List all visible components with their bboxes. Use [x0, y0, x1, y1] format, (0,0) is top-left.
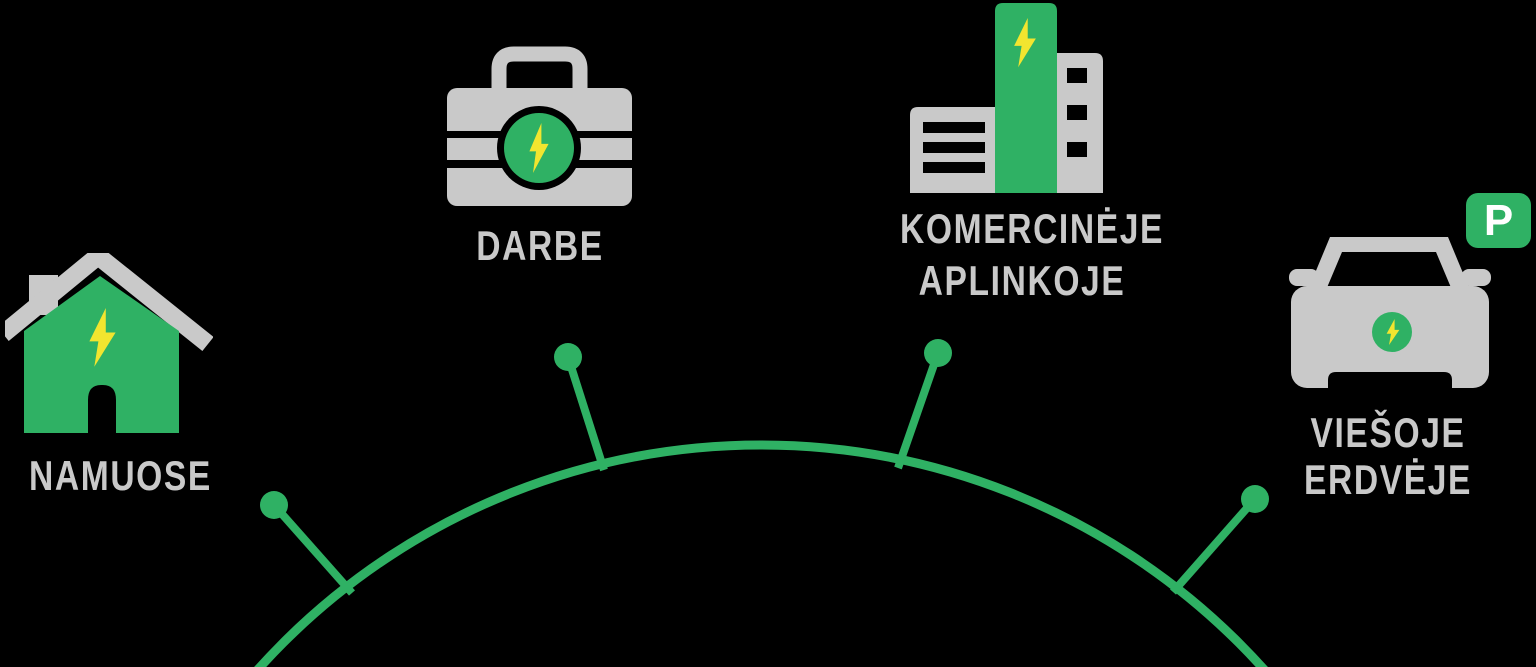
node-dot-work — [554, 343, 582, 371]
charging-tower — [995, 3, 1057, 193]
spoke-work — [564, 355, 608, 472]
building-window — [1067, 142, 1087, 157]
label-work: DARBE — [476, 222, 604, 269]
car-windshield — [1326, 252, 1452, 290]
spoke-home — [271, 502, 355, 596]
spoke-public — [1169, 496, 1259, 595]
building-window — [1067, 68, 1087, 83]
label-commercial-line1: KOMERCINĖJE — [900, 205, 1165, 252]
building-stripe — [923, 142, 985, 153]
node-dot-public — [1241, 485, 1269, 513]
car-mirror-right — [1461, 269, 1491, 286]
node-dot-commercial — [924, 339, 952, 367]
buildings-with-lightning-icon — [910, 3, 1103, 193]
node-dot-home — [260, 491, 288, 519]
label-public-line2: ERDVĖJE — [1303, 456, 1473, 503]
car-underbody-notch — [1328, 372, 1452, 390]
briefcase-handle — [491, 46, 588, 90]
right-building — [1057, 53, 1103, 193]
car-with-lightning-icon — [1289, 237, 1491, 390]
label-home: NAMUOSE — [29, 452, 212, 499]
house-with-lightning-icon — [5, 253, 213, 433]
building-stripe — [923, 162, 985, 173]
label-public-line1: VIEŠOJE — [1310, 409, 1466, 456]
roof — [5, 253, 213, 352]
building-stripe — [923, 122, 985, 133]
label-commercial-line2: APLINKOJE — [918, 257, 1126, 304]
parking-badge-icon: P — [1466, 193, 1531, 248]
spoke-commercial — [894, 351, 942, 470]
arc-curve — [254, 440, 1268, 667]
car-mirror-left — [1289, 269, 1319, 286]
building-window — [1067, 105, 1087, 120]
briefcase-with-lightning-icon — [447, 46, 632, 206]
